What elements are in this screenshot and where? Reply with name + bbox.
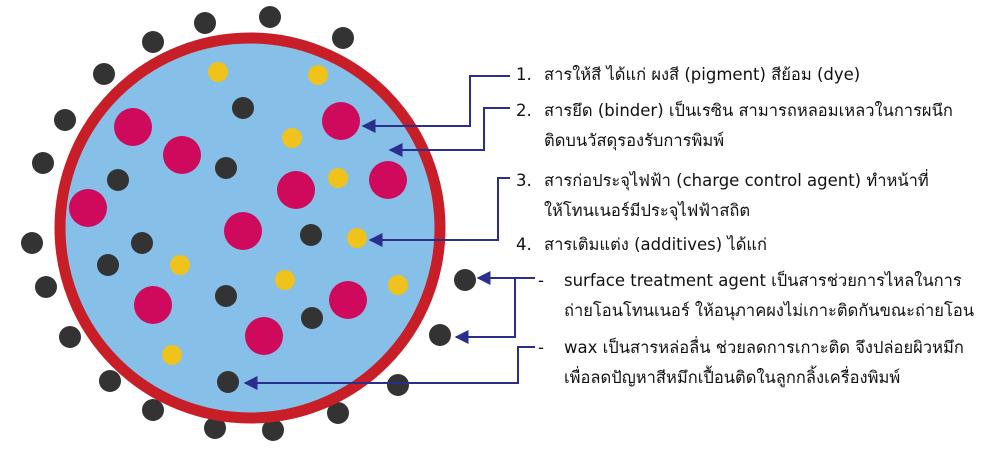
inner-additive-dots [97,97,323,393]
additive-dot [262,419,284,441]
yellow-dot [308,65,328,85]
additive-dot [429,324,451,346]
additive-dot [54,109,76,131]
additive-dot [301,307,323,329]
label-item-3: 3. สารก่อประจุไฟฟ้า (charge control agent… [516,166,929,226]
item-number: 3. [516,171,532,190]
item-number: 4. [516,235,532,254]
additive-dot [204,417,226,439]
pigment-dot [163,136,201,174]
arrow-to-pigment [361,75,510,133]
label-item-2: 2. สารยึด (binder) เป็นเรซิน สามารถหลอมเห… [516,96,953,156]
item-text-line-2: ติดบนวัสดุรองรับการพิมพ์ [544,131,725,150]
pigment-dot [322,102,360,140]
yellow-dot [275,270,295,290]
additive-dot [454,269,476,291]
additive-dot [215,157,237,179]
label-item-4: 4. สารเติมแต่ง (additives) ได้แก่ [516,230,767,260]
pigment-dot [329,281,367,319]
pigment-particles [69,102,407,355]
additive-dot [332,27,354,49]
additive-dot [194,12,216,34]
connector-arrows [243,75,535,390]
additive-dot [35,276,57,298]
additive-dot [232,97,254,119]
additive-dot [59,326,81,348]
item-number: 1. [516,65,532,84]
pigment-dot [245,317,283,355]
yellow-dot [347,228,367,248]
additive-dot [215,285,237,307]
sub-text-line-2: เพื่อลดปัญหาสีหมึกเปื้อนติดในลูกกลิ้งเคร… [564,368,901,387]
yellow-particles [162,62,408,365]
yellow-dot [208,62,228,82]
pigment-dot [134,286,172,324]
additive-dot [259,6,281,28]
additive-dot [142,399,164,421]
item-text: สารให้สี ได้แก่ ผงสี (pigment) สีย้อม (d… [544,65,861,84]
item-text-line-2: ให้โทนเนอร์มีประจุไฟฟ้าสถิต [544,201,751,220]
yellow-dot [162,345,182,365]
item-text: สารเติมแต่ง (additives) ได้แก่ [544,235,768,254]
additive-dot [99,370,121,392]
sub-text-line-1: surface treatment agent เป็นสารช่วยการไห… [564,271,962,290]
item-number: 2. [516,101,532,120]
additive-dot [97,254,119,276]
pigment-dot [277,171,315,209]
additive-dot [142,31,164,53]
additive-dot [107,169,129,191]
additive-dot [387,374,409,396]
outer-additive-dots [21,6,476,441]
label-sub-surface-agent: - surface treatment agent เป็นสารช่วยการไ… [538,266,974,326]
additive-dot [93,63,115,85]
yellow-dot [328,168,348,188]
label-item-1: 1. สารให้สี ได้แก่ ผงสี (pigment) สีย้อม … [516,60,860,90]
additive-dot [217,371,239,393]
arrow-to-surface-agent-2 [454,277,535,344]
pigment-dot [69,189,107,227]
additive-dot [300,224,322,246]
sub-text-line-2: ถ่ายโอนโทนเนอร์ ให้อนุภาคผงไม่เกาะติดกัน… [564,301,975,320]
additive-dot [131,232,153,254]
sub-text-line-1: wax เป็นสารหล่อลื่น ช่วยลดการเกาะติด จึง… [564,338,964,357]
label-sub-wax: - wax เป็นสารหล่อลื่น ช่วยลดการเกาะติด จึ… [538,333,964,393]
additive-dot [32,152,54,174]
pigment-dot [369,161,407,199]
yellow-dot [170,255,190,275]
pigment-dot [224,212,262,250]
item-text-line-1: สารก่อประจุไฟฟ้า (charge control agent) … [544,171,929,190]
arrow-to-wax [243,346,535,390]
sub-dash: - [538,338,544,357]
sub-dash: - [538,271,544,290]
yellow-dot [388,275,408,295]
pigment-dot [114,108,152,146]
item-text-line-1: สารยึด (binder) เป็นเรซิน สามารถหลอมเหลว… [544,101,953,120]
additive-dot [327,402,349,424]
yellow-dot [282,128,302,148]
arrow-to-charge-agent [368,177,510,247]
additive-dot [21,232,43,254]
arrow-to-binder [388,107,510,157]
